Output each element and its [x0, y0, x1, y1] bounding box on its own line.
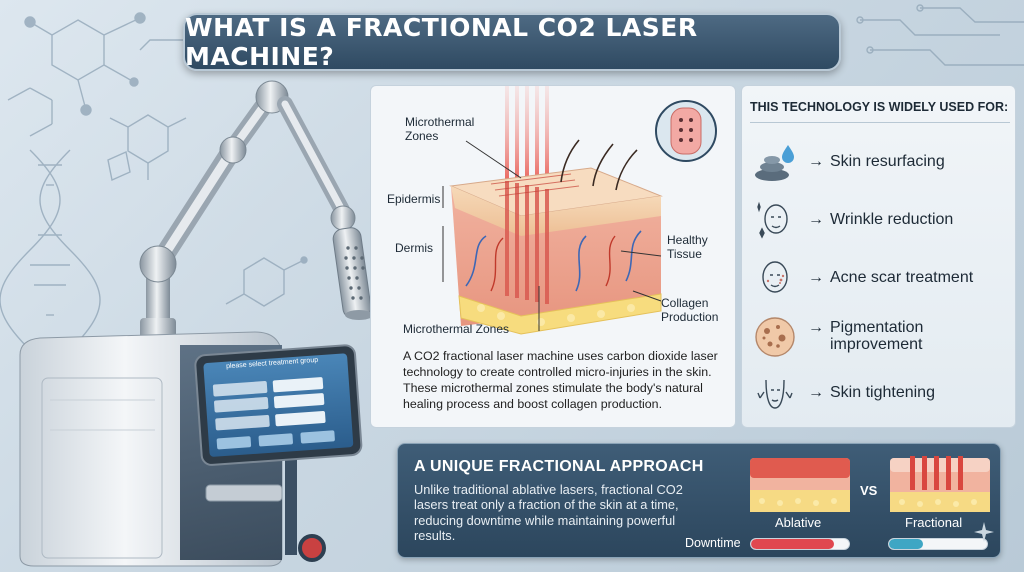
arrow-icon: → — [808, 152, 824, 170]
arrow-icon: → — [808, 319, 824, 337]
label-healthy-tissue: Healthy Tissue — [667, 233, 708, 261]
page-title: WHAT IS A FRACTIONAL CO2 LASER MACHINE? — [185, 13, 698, 71]
vs-label: VS — [860, 483, 878, 498]
pigmented-skin-icon — [755, 317, 795, 357]
control-touchscreen — [194, 344, 363, 466]
articulated-arm — [139, 80, 370, 340]
use-label: Pigmentation improvement — [830, 319, 924, 353]
fractional-approach-panel: A UNIQUE FRACTIONAL APPROACH Unlike trad… — [397, 443, 1001, 558]
microthermal-columns — [505, 181, 549, 304]
fractional-label: Fractional — [905, 515, 963, 530]
ablative-label: Ablative — [775, 515, 822, 530]
label-epidermis: Epidermis — [387, 192, 441, 206]
face-lift-icon — [757, 379, 793, 409]
use-label: Wrinkle reduction — [830, 210, 954, 228]
downtime-label: Downtime — [685, 536, 741, 550]
label-collagen-production: Collagen Production — [661, 296, 719, 324]
co2-laser-machine-illustration — [19, 80, 370, 567]
fractional-skin-illustration — [890, 456, 990, 512]
laser-handpiece — [332, 227, 370, 320]
skin-diagram-panel: Microthermal Zones Epidermis Dermis Heal… — [370, 85, 736, 428]
use-item-skin-tightening: → Skin tightening — [752, 368, 1012, 418]
laser-beams — [505, 86, 549, 181]
stones-water-drop-icon — [755, 145, 794, 181]
use-item-acne-scar-treatment: → Acne scar treatment — [752, 253, 1012, 303]
title-banner: WHAT IS A FRACTIONAL CO2 LASER MACHINE? — [183, 13, 841, 71]
face-acne-icon — [762, 261, 788, 293]
use-label: Skin resurfacing — [830, 152, 945, 170]
approach-title: A UNIQUE FRACTIONAL APPROACH — [414, 458, 704, 475]
ablative-downtime-bar — [750, 538, 850, 550]
laser-description: A CO2 fractional laser machine uses carb… — [403, 349, 718, 411]
face-sparkle-icon — [757, 201, 788, 239]
use-label: Acne scar treatment — [830, 268, 974, 286]
use-item-wrinkle-reduction: → Wrinkle reduction — [752, 195, 1012, 245]
sparkle-icon — [974, 522, 994, 542]
label-microthermal-zones-top: Microthermal Zones — [405, 115, 475, 143]
use-label: Skin tightening — [830, 383, 935, 401]
uses-panel: THIS TECHNOLOGY IS WIDELY USED FOR: → Ski… — [741, 85, 1016, 428]
label-dermis: Dermis — [395, 241, 433, 255]
ablative-skin-illustration — [750, 458, 850, 512]
use-item-skin-resurfacing: → Skin resurfacing — [752, 137, 1012, 187]
fractional-downtime-bar — [888, 538, 988, 550]
use-item-pigmentation-improvement: → Pigmentation improvement — [752, 312, 1012, 362]
label-microthermal-zones-bottom: Microthermal Zones — [403, 322, 510, 336]
emergency-stop-button — [298, 534, 326, 562]
ablative-downtime-fill — [751, 539, 835, 549]
zoom-inset — [655, 100, 717, 162]
approach-text: Unlike traditional ablative lasers, frac… — [414, 482, 683, 544]
arrow-icon: → — [808, 268, 824, 286]
fractional-downtime-fill — [889, 539, 924, 549]
skin-cross-section-diagram — [442, 86, 717, 335]
uses-header: THIS TECHNOLOGY IS WIDELY USED FOR: — [750, 100, 1010, 123]
arrow-icon: → — [808, 210, 824, 228]
arrow-icon: → — [808, 383, 824, 401]
